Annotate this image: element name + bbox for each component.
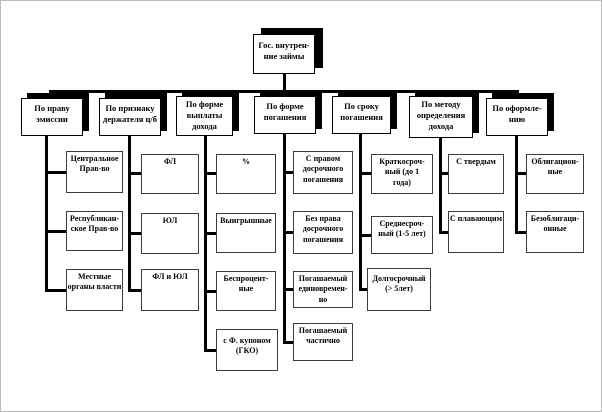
connector-line (128, 136, 131, 292)
connector-line (515, 90, 518, 99)
category-po-forme-pogasheniya: По форме погашения (254, 96, 316, 134)
connector-line (128, 90, 131, 99)
leaf-box: Облигацион- ные (526, 154, 584, 194)
connector-line (45, 289, 66, 292)
connector-line (515, 172, 526, 175)
connector-line (515, 136, 518, 233)
connector-line (204, 134, 207, 352)
connector-line (203, 90, 206, 97)
connector-line (439, 172, 448, 175)
connector-line (283, 90, 286, 97)
leaf-box: ЮЛ (141, 213, 199, 254)
connector-line (128, 172, 141, 175)
leaf-box: Центральное Прав-во (66, 151, 123, 193)
connector-line (283, 341, 293, 344)
category-po-forme-vyplaty-dohoda: По форме выплаты дохода (176, 96, 233, 136)
connector-line (128, 232, 141, 235)
connector-line (128, 289, 141, 292)
leaf-box: Среднесроч- ный (1-5 лет) (371, 216, 433, 254)
connector-line (204, 349, 216, 352)
connector-line (45, 230, 66, 233)
connector-line (359, 134, 362, 291)
leaf-box: Погашаемый частично (293, 323, 353, 361)
connector-line (283, 73, 286, 91)
leaf-box: % (216, 154, 276, 194)
leaf-box: Безоблигаци- онные (526, 211, 584, 253)
category-po-sroku-pogasheniya: По сроку погашения (332, 96, 391, 134)
connector-line (439, 231, 448, 234)
leaf-box: Краткосроч- ный (до 1 года) (371, 154, 433, 194)
category-po-metodu-opredeleniya-dohoda: По методу определения дохода (409, 96, 473, 138)
connector-line (45, 136, 48, 292)
connector-line (283, 134, 286, 344)
leaf-box: С правом досрочного погашения (293, 151, 353, 194)
connector-line (439, 90, 442, 97)
leaf-box: Долгосрочный (> 5лет) (367, 268, 431, 311)
connector-line (204, 172, 216, 175)
connector-line (359, 90, 362, 97)
leaf-box: Республикан- ское Прав-во (66, 211, 123, 251)
connector-line (283, 231, 293, 234)
leaf-box: Погашаемый единовремен- но (293, 271, 353, 308)
leaf-box: ФЛ (141, 154, 199, 194)
leaf-box: С плавающим (448, 211, 504, 253)
connector-line (283, 288, 293, 291)
connector-line (439, 136, 442, 233)
connector-line (359, 234, 371, 237)
leaf-box: С твердым (448, 154, 504, 194)
connector-line (45, 171, 66, 174)
category-po-oformleniyu: По оформле- нию (486, 98, 548, 136)
connector-line (283, 171, 293, 174)
connector-line (359, 288, 367, 291)
leaf-box: Беспроцент- ные (216, 271, 276, 311)
leaf-box: ФЛ и ЮЛ (141, 269, 199, 311)
category-po-priznaku-derzhatelya: По признаку держателя ц/б (99, 98, 161, 136)
leaf-box: Выигрышные (216, 213, 276, 253)
connector-line (359, 172, 371, 175)
category-po-pravu-emissii: По праву эмиссии (21, 98, 83, 136)
connector-line (51, 90, 54, 99)
connector-line (204, 232, 216, 235)
leaf-box: Без права досрочного погашения (293, 211, 353, 254)
root-box-gos-vnutrennie-zaymy: Гос. внутрен- ние займы (253, 34, 315, 74)
leaf-box: Местные органы власти (66, 269, 123, 311)
connector-line (204, 290, 216, 293)
leaf-box: с Ф. купоном (ГКО) (216, 329, 278, 371)
connector-line (515, 231, 526, 234)
